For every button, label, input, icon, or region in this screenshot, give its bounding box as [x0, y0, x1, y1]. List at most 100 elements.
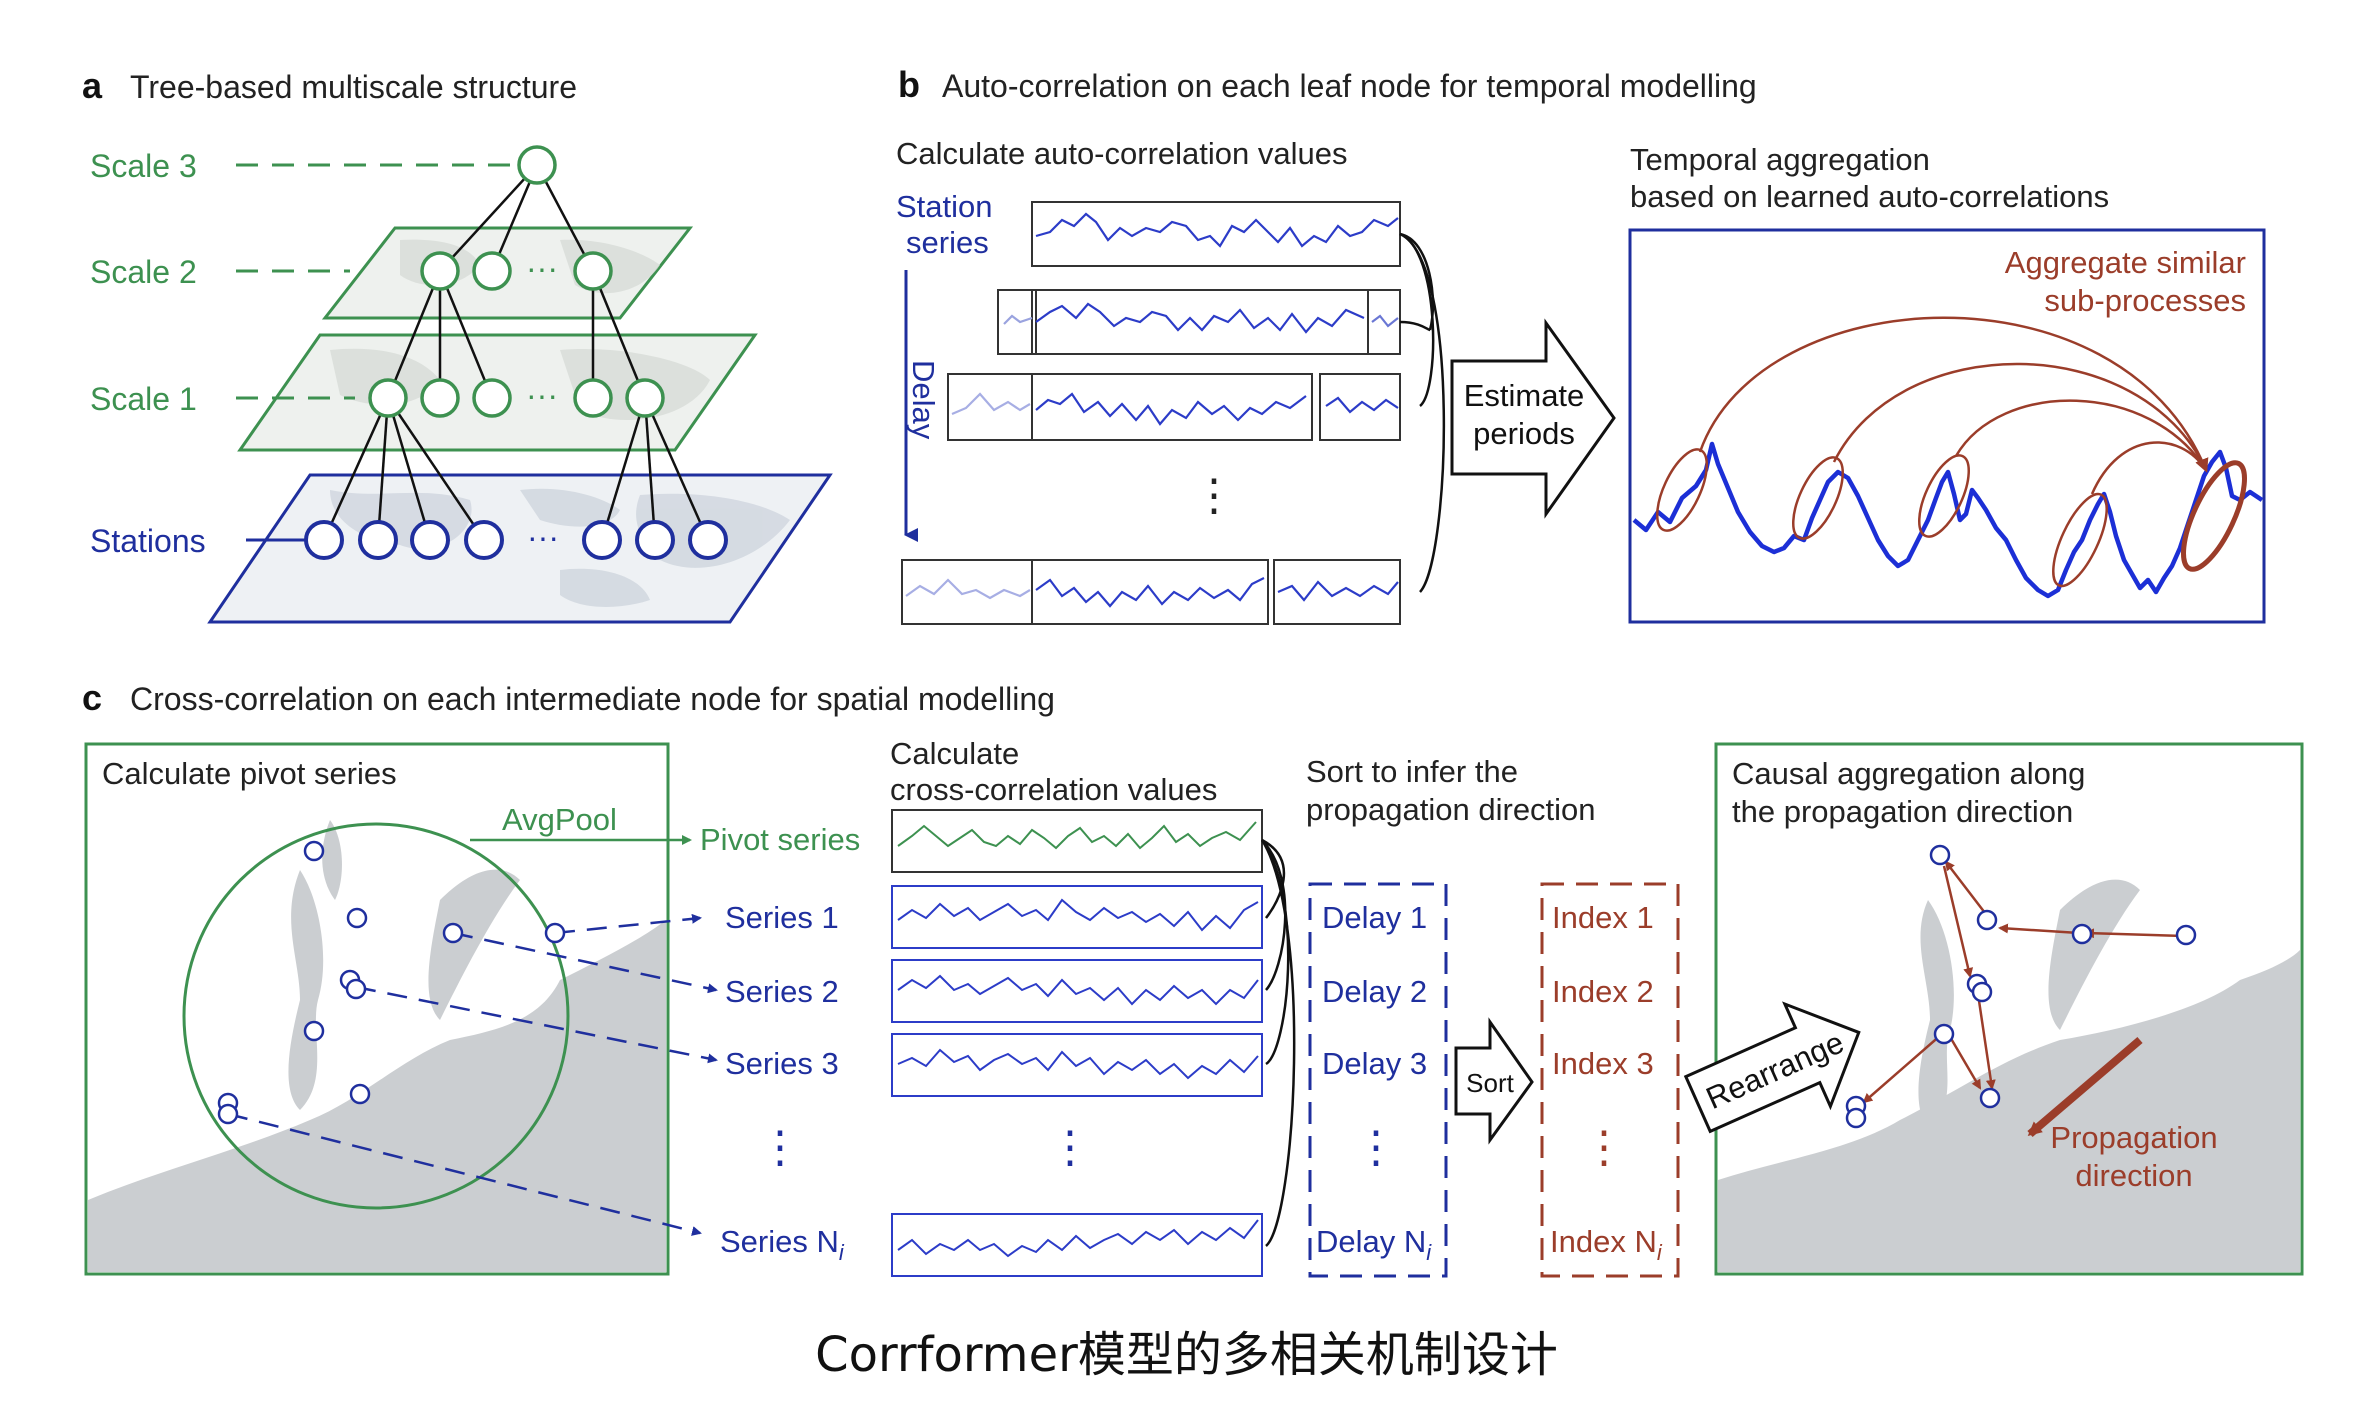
pivot-region-circle	[182, 822, 570, 1210]
temporal-box	[1628, 228, 2266, 624]
scale2-node	[573, 251, 613, 291]
propagation-direction-arrow	[2027, 1036, 2143, 1138]
causal-title-2: the propagation direction	[1732, 794, 2073, 829]
propagation-label-2: direction	[2075, 1158, 2192, 1193]
series-vdots: ⋮	[758, 1123, 802, 1172]
series-3-box	[891, 1033, 1263, 1097]
delayed-series-box	[1031, 289, 1369, 355]
station-point	[1971, 981, 1993, 1003]
panel-b-title: Auto-correlation on each leaf node for t…	[942, 68, 1757, 104]
delay-vdots: ⋮	[1354, 1123, 1398, 1172]
delay-n: Delay Ni	[1316, 1224, 1432, 1265]
temporal-signal	[1632, 441, 2264, 599]
station-node	[358, 520, 398, 560]
estimate-label-1: Estimate	[1464, 378, 1585, 413]
station-point	[1933, 1023, 1955, 1045]
station-point	[345, 978, 367, 1000]
crosscorr-title-2: cross-correlation values	[890, 772, 1217, 807]
autocorr-title: Calculate auto-correlation values	[896, 136, 1347, 171]
panel-c-letter: c	[82, 677, 102, 718]
pivot-signal	[897, 821, 1257, 850]
station-point	[349, 1083, 371, 1105]
shift-box-right	[1273, 559, 1401, 625]
series-1-box	[891, 885, 1263, 949]
scale2-label: Scale 2	[90, 254, 197, 290]
panel-c-title: Cross-correlation on each intermediate n…	[130, 681, 1055, 717]
index-vdots: ⋮	[1582, 1123, 1626, 1172]
scale1-node	[625, 378, 665, 418]
sort-label: Sort	[1466, 1068, 1514, 1098]
station-point	[1845, 1107, 1867, 1129]
scale3-node	[517, 145, 557, 185]
station-point	[303, 1020, 325, 1042]
tree-nodes	[368, 145, 665, 418]
figure-caption: Corrformer模型的多相关机制设计	[815, 1327, 1558, 1383]
propagation-label-1: Propagation	[2050, 1120, 2217, 1155]
station-node	[582, 520, 622, 560]
panel-c: c Cross-correlation on each intermediate…	[82, 677, 2304, 1278]
aggregation-arcs	[1698, 316, 2209, 495]
temporal-title-2: based on learned auto-correlations	[1630, 179, 2109, 214]
stations-label: Stations	[90, 523, 206, 559]
index-n: Index Ni	[1550, 1224, 1663, 1265]
station-point	[2071, 923, 2093, 945]
delay-list-box	[1308, 882, 1448, 1278]
index-2: Index 2	[1552, 974, 1654, 1009]
avgpool-label: AvgPool	[502, 802, 617, 837]
temporal-title-1: Temporal aggregation	[1630, 142, 1930, 177]
stations-ellipsis: ···	[527, 519, 559, 555]
delayed-series-box	[1031, 373, 1313, 441]
series-n-label: Series Ni	[720, 1224, 845, 1265]
series-2-box	[891, 959, 1263, 1023]
station-nodes	[304, 520, 728, 560]
scale3-label: Scale 3	[90, 148, 197, 184]
aggregate-label-1: Aggregate similar	[2005, 245, 2246, 280]
station-node	[410, 520, 450, 560]
scale2-node	[420, 251, 460, 291]
sort-title-1: Sort to infer the	[1306, 754, 1518, 789]
pivot-stations	[217, 840, 566, 1125]
station-point	[303, 840, 325, 862]
series-3-label: Series 3	[725, 1046, 839, 1081]
panel-a: a Tree-based multiscale structure	[82, 65, 833, 624]
tree-edges	[322, 164, 710, 541]
station-node	[688, 520, 728, 560]
pivot-series-label: Pivot series	[700, 822, 860, 857]
station-node	[635, 520, 675, 560]
station-point	[544, 922, 566, 944]
station-point	[346, 907, 368, 929]
scale1-node	[368, 378, 408, 418]
scale1-node	[472, 378, 512, 418]
series-2-label: Series 2	[725, 974, 839, 1009]
autocorr-bracket	[1399, 232, 1446, 593]
station-node	[464, 520, 504, 560]
causal-title-1: Causal aggregation along	[1732, 756, 2085, 791]
station-point	[1929, 844, 1951, 866]
scale1-node	[573, 378, 613, 418]
crosscorr-bracket	[1260, 838, 1296, 1247]
panel-b-letter: b	[898, 64, 920, 105]
panel-a-title: Tree-based multiscale structure	[130, 69, 577, 105]
estimate-label-2: periods	[1473, 416, 1575, 451]
sort-title-2: propagation direction	[1306, 792, 1596, 827]
crosscorr-vdots: ⋮	[1048, 1123, 1092, 1172]
estimate-periods-arrow	[1450, 318, 1616, 519]
autocorr-vdots: ⋮	[1192, 471, 1236, 520]
station-node	[304, 520, 344, 560]
causal-stations	[1845, 844, 2197, 1129]
scale1-node	[420, 378, 460, 418]
station-series-box	[1031, 201, 1401, 267]
sort-arrow	[1454, 1017, 1534, 1145]
station-point	[1979, 1087, 2001, 1109]
shift-box-left	[997, 289, 1037, 355]
crosscorr-signals	[897, 898, 1259, 1258]
station-point	[442, 922, 464, 944]
autocorr-signals	[905, 212, 1399, 608]
station-point	[2175, 924, 2197, 946]
station-series-label-2: series	[906, 225, 989, 260]
panel-b: b Auto-correlation on each leaf node for…	[896, 64, 2266, 625]
delay-3: Delay 3	[1322, 1046, 1427, 1081]
pivot-panel-title: Calculate pivot series	[102, 756, 397, 791]
station-point	[1976, 909, 1998, 931]
